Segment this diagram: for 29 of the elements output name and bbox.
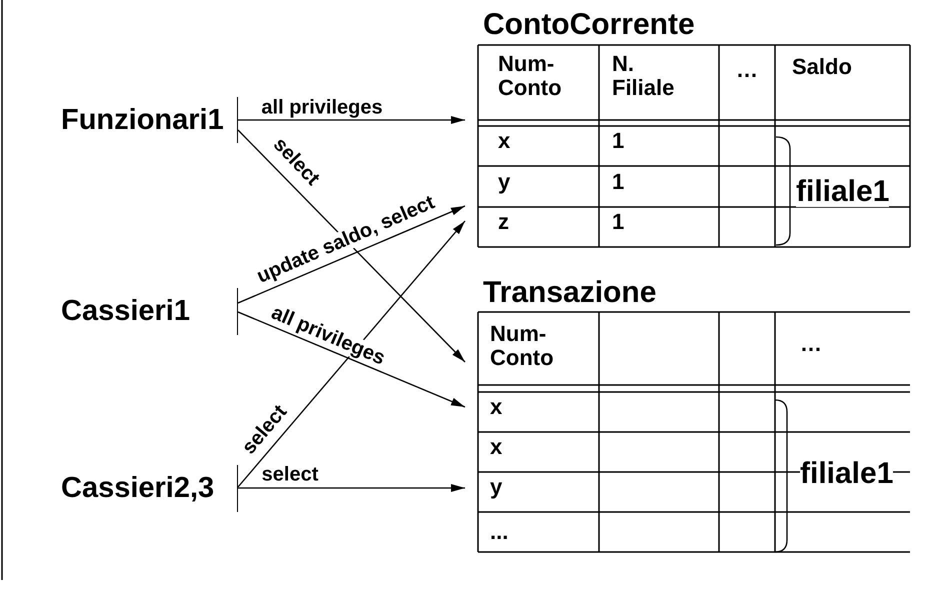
arrow	[238, 220, 466, 488]
column-heading: …	[800, 332, 822, 356]
column-heading: N. Filiale	[612, 52, 676, 100]
arrow	[238, 484, 465, 492]
role-label: Cassieri2,3	[55, 465, 238, 512]
cell-value: 1	[612, 170, 624, 194]
cell-value: x	[490, 435, 502, 460]
cell-value: y	[490, 475, 502, 500]
cell-value: x	[490, 395, 502, 420]
cell-value: 1	[612, 129, 624, 154]
column-heading: …	[735, 58, 759, 82]
group-label: filiale1	[796, 177, 890, 207]
cell-value: ...	[490, 520, 508, 544]
table-title: ContoCorrente	[483, 10, 695, 40]
cell-value: y	[498, 170, 510, 194]
column-heading: Num-Conto	[490, 322, 555, 370]
arrow	[238, 130, 466, 362]
arrow	[238, 205, 466, 304]
column-heading: Saldo	[792, 55, 852, 80]
table-title: Transazione	[483, 278, 656, 308]
arrow	[238, 116, 465, 124]
arrow	[238, 311, 466, 408]
role-label: Funzionari1	[55, 97, 238, 143]
column-heading: Num-Conto	[498, 52, 563, 100]
cell-value: z	[498, 210, 509, 234]
edge-label: all privileges	[259, 98, 385, 118]
cell-value: 1	[612, 210, 624, 234]
cell-value: x	[498, 129, 510, 154]
role-label: Cassieri1	[55, 288, 238, 335]
